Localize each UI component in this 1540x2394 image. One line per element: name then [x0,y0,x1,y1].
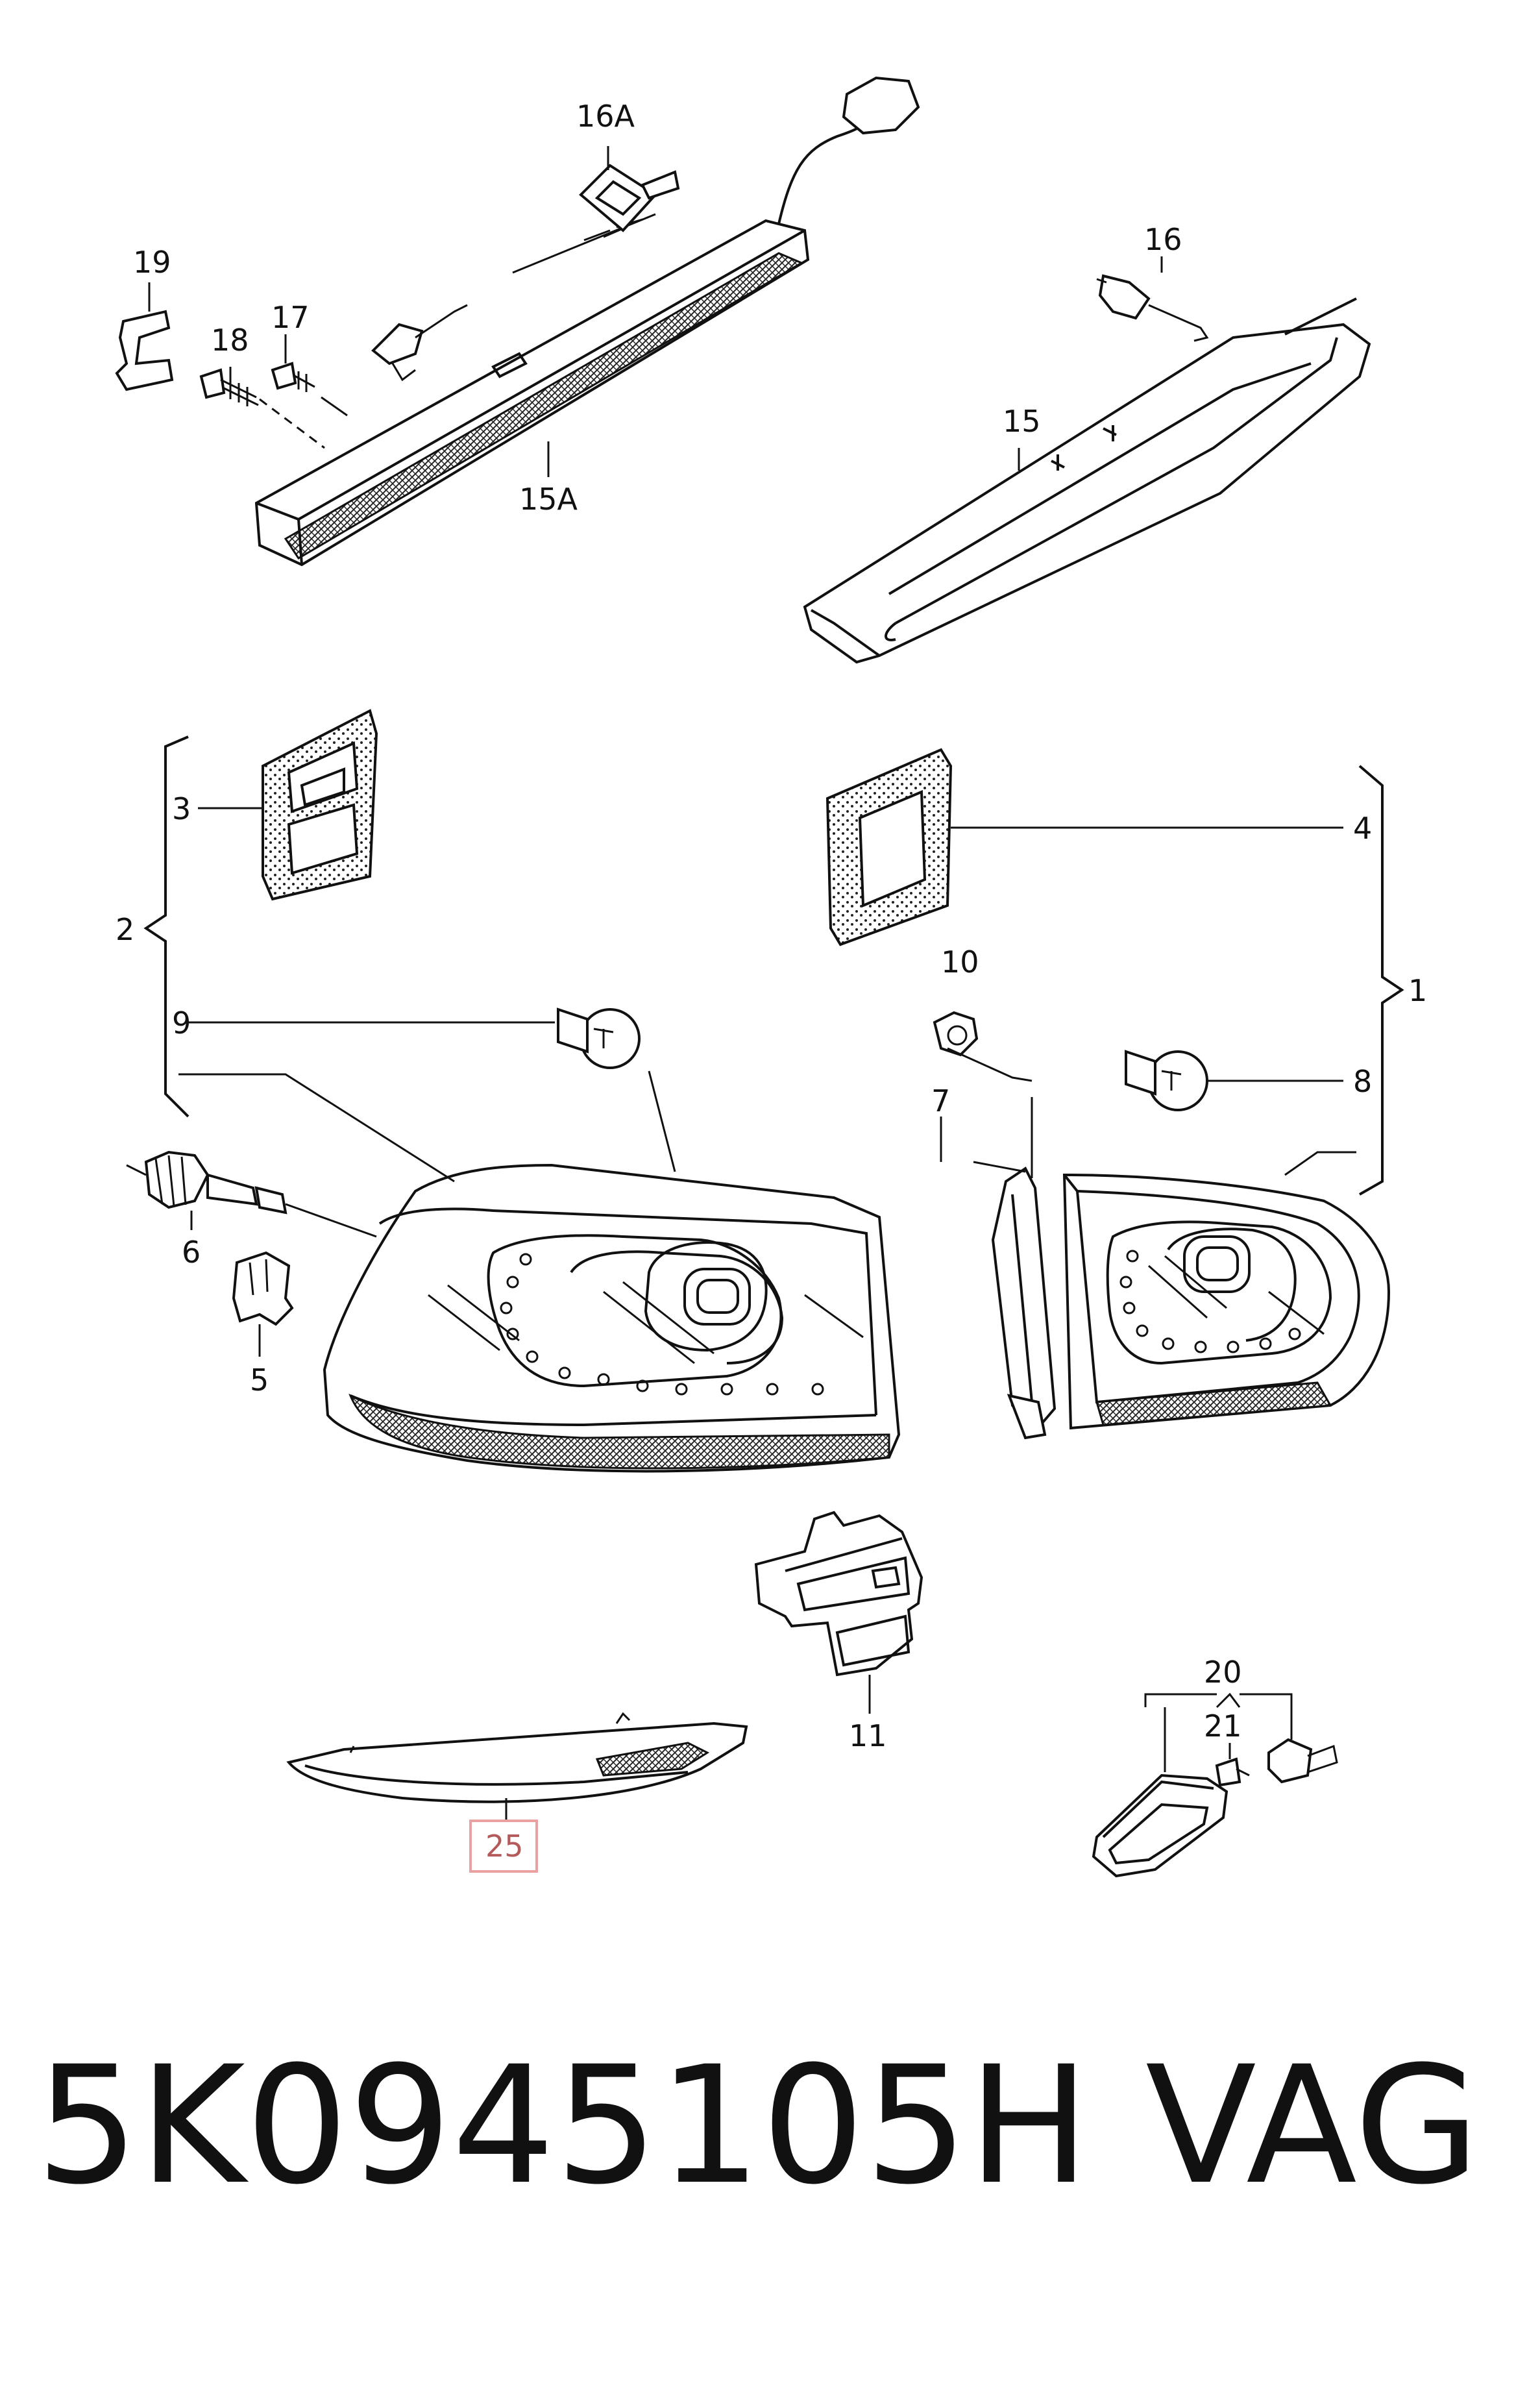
callout-1: 1 [1408,973,1427,1008]
bulb-9 [557,1007,641,1069]
callout-25: 25 [485,1829,524,1864]
callout-6: 6 [182,1235,201,1270]
callout-16a: 16A [576,99,635,134]
callout-11: 11 [849,1718,887,1753]
callout-4: 4 [1353,811,1372,846]
brand-name: VAG [1145,2031,1480,2220]
callout-20: 20 [1204,1655,1242,1690]
callout-16: 16 [1144,222,1182,257]
callout-15a: 15A [519,482,578,517]
reflector-25 [286,1712,748,1803]
led-dots [500,1253,824,1396]
leader-lines [148,146,1356,1821]
callout-9: 9 [172,1006,191,1041]
nut-10 [933,1011,979,1057]
callout-8: 8 [1353,1064,1372,1099]
callout-10: 10 [941,944,979,980]
highlight-box-25 [469,1820,538,1873]
callout-18: 18 [211,323,249,358]
gasket-4 [825,748,953,946]
screw-18 [199,368,325,449]
callout-7: 7 [931,1083,950,1118]
license-plate-light-20 [1092,1738,1338,1878]
callout-17: 17 [271,300,310,335]
part-number: 5K0945105H [36,2031,1090,2220]
callout-2: 2 [116,912,134,947]
gasket-3 [262,709,378,901]
bulb-holder-6 [126,1150,287,1215]
callout-21: 21 [1204,1709,1242,1744]
callout-5: 5 [250,1363,269,1398]
screw-17 [271,362,348,417]
callout-3: 3 [172,791,191,826]
clip-19 [115,310,174,391]
led-dots-inner [1119,1250,1301,1353]
callout-15: 15 [1003,404,1041,439]
bulb-8 [1125,1050,1208,1111]
bulb-carrier-11 [754,1511,923,1677]
clip-5 [232,1251,294,1326]
inner-tail-lamp [973,1161,1391,1440]
third-brake-light-15a [254,76,920,567]
group-bracket-1 [1358,765,1404,1196]
outer-tail-lamp [323,1163,901,1473]
group-bracket-2 [143,735,189,1118]
callout-19: 19 [133,245,171,280]
callout-labels: 16A 19 18 17 15A 16 15 3 4 2 1 10 9 8 7 … [116,99,1427,1864]
third-brake-light-15 [803,274,1371,664]
